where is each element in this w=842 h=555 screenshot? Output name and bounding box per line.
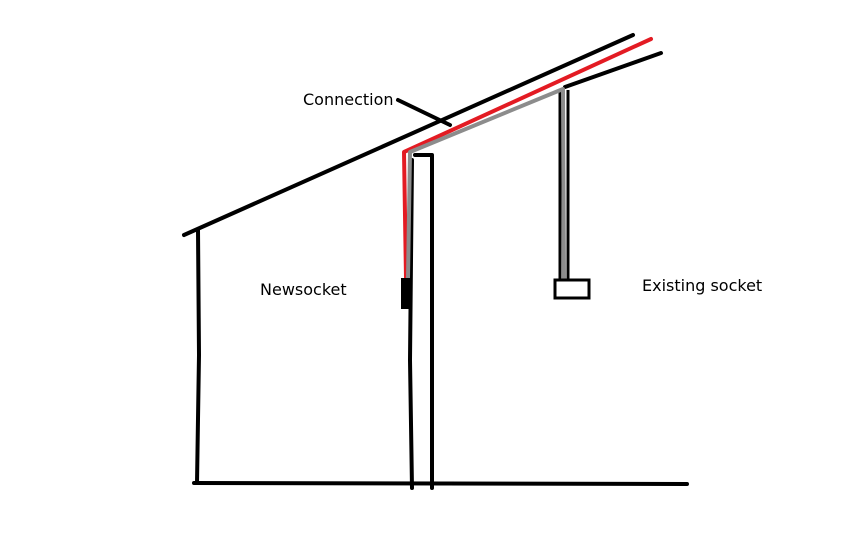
existing-socket-label: Existing socket [642, 276, 763, 295]
roof-line-lower [563, 51, 663, 89]
left-wall [195, 228, 202, 485]
neutral-wire [406, 87, 566, 282]
partition-wall-left [407, 158, 414, 490]
live-wire [402, 37, 653, 280]
connection-pointer [396, 98, 452, 127]
new-socket-label: Newsocket [260, 280, 347, 299]
floor-line [192, 481, 689, 486]
new-socket-box [401, 278, 412, 309]
connection-label: Connection [303, 90, 394, 109]
roof-line [182, 33, 635, 237]
existing-socket-box [553, 278, 591, 300]
partition-wall-right [413, 153, 434, 490]
